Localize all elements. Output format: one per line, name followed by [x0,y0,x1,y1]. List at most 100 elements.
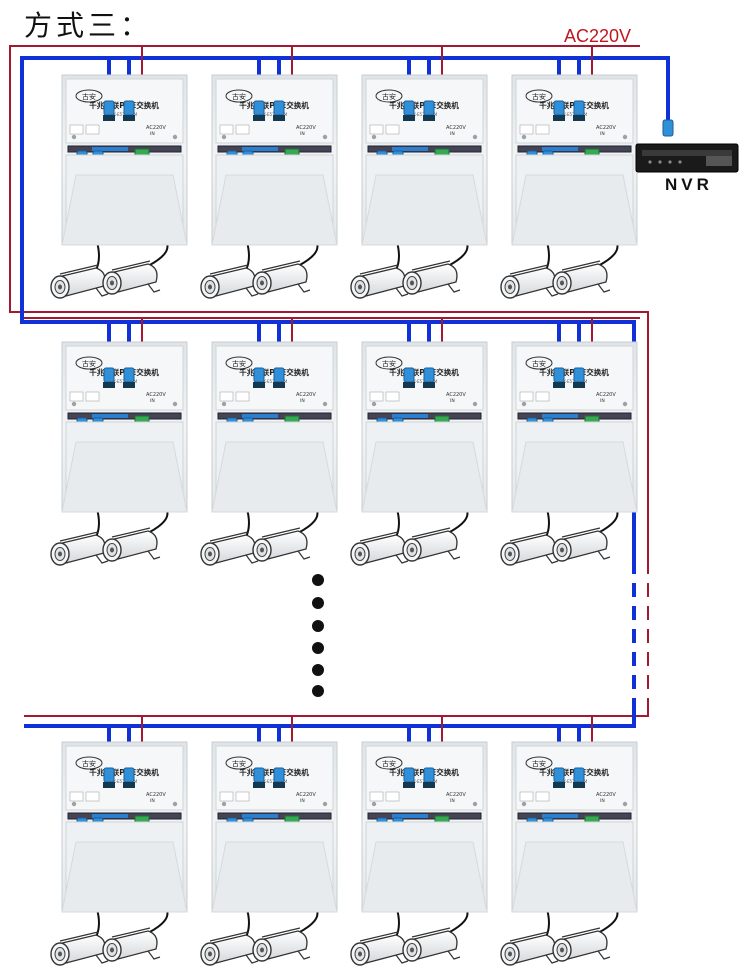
power-port-label: AC220V [446,792,466,798]
screw-icon [322,801,328,807]
brand-name: 古安 [382,759,396,768]
nvr-led [678,160,682,164]
nvr-display [706,156,732,166]
screw-icon [521,134,527,140]
rj45-uplink-connector [103,367,115,383]
camera-body [259,930,308,960]
enclosure-front [361,174,488,246]
camera-body [109,530,158,560]
screw-icon [371,134,377,140]
poe-switch-box: 古安千兆串联POE交换机SK-E5708-4MAC220VIN [211,341,338,513]
screw-icon [71,401,77,407]
camera-shade [411,527,451,538]
rj45-port [253,782,265,788]
camera-mount [597,283,611,293]
rj45-port [403,382,415,388]
power-trunk-row3 [24,700,649,717]
poe-switch-box: 古安千兆串联POE交换机SK-E5708-4MAC220VIN [61,74,188,246]
continuation-dot [312,574,324,586]
continuation-dot [312,685,324,697]
brand-logo-icon [75,756,103,770]
camera-body [409,263,458,293]
port-rail-led [92,147,128,151]
screw-icon [221,401,227,407]
rj45-uplink-connector [553,100,565,116]
power-port-sub: IN [450,798,455,804]
rj45-uplink-connector [423,767,435,783]
rj45-port [553,115,565,121]
rj45-port [103,382,115,388]
poe-switch-box: 古安千兆串联POE交换机SK-E5708-4MAC220VIN [211,741,338,913]
rj45-uplink-connector [103,100,115,116]
rj45-uplink-connector [403,767,415,783]
camera-shade [509,531,549,542]
brand-name: 古安 [382,359,396,368]
camera-shade [59,531,99,542]
poe-switch-box: 古安千兆串联POE交换机SK-E5708-4MAC220VIN [361,74,488,246]
camera-mount [545,287,559,297]
camera-shade [509,931,549,942]
enclosure-front [361,841,488,913]
screw-icon [521,401,527,407]
brand-name: 古安 [82,759,96,768]
camera-lens-center [410,547,414,553]
power-port-label: AC220V [446,392,466,398]
power-port-sub: IN [450,398,455,404]
bullet-camera-icon [50,531,109,566]
power-port-label: AC220V [146,392,166,398]
rj45-uplink-connector [253,100,265,116]
bullet-camera-icon [402,927,461,962]
bullet-camera-icon [350,931,409,966]
camera-lens-center [208,551,212,557]
camera-lens-center [208,284,212,290]
rj45-uplink-connector [573,100,585,116]
port-rail-led [392,147,428,151]
rj45-port [253,382,265,388]
enclosure-front [511,174,638,246]
rj45-uplink-connector [123,767,135,783]
screw-icon [622,801,628,807]
poe-switch-box: 古安千兆串联POE交换机SK-E5708-4MAC220VIN [511,341,638,513]
camera-shade [411,260,451,271]
port-tag [369,124,384,135]
port-rail-led [242,147,278,151]
port-rail-led [392,814,428,818]
screw-icon [371,801,377,807]
power-port-sub: IN [150,398,155,404]
brand-logo-icon [225,756,253,770]
brand-logo-icon [375,356,403,370]
bullet-camera-icon [200,264,259,299]
enclosure-front [61,174,188,246]
camera-body [259,530,308,560]
port-tag [385,124,400,135]
rj45-uplink-connector [273,767,285,783]
port-tag [235,391,250,402]
screw-icon [221,134,227,140]
camera-lens-center [260,547,264,553]
rj45-port [573,382,585,388]
enclosure-front [211,174,338,246]
rj45-port [403,115,415,121]
screw-icon [622,134,628,140]
page-title: 方式三： [24,9,153,42]
screw-icon [71,134,77,140]
port-rail-led [542,814,578,818]
screw-icon [472,801,478,807]
port-tag [85,391,100,402]
bullet-camera-icon [50,264,109,299]
camera-body [409,530,458,560]
port-rail-led [542,414,578,418]
camera-lens-center [560,947,564,953]
label-panel [215,78,334,144]
port-tag [369,791,384,802]
camera-shade [359,531,399,542]
camera-shade [411,927,451,938]
rj45-uplink-connector [123,367,135,383]
rj45-port [423,782,435,788]
bullet-camera-icon [350,531,409,566]
port-tag [219,124,234,135]
screw-icon [322,401,328,407]
poe-switch-box: 古安千兆串联POE交换机SK-E5708-4MAC220VIN [361,341,488,513]
camera-lens-center [410,947,414,953]
port-tag [69,791,84,802]
